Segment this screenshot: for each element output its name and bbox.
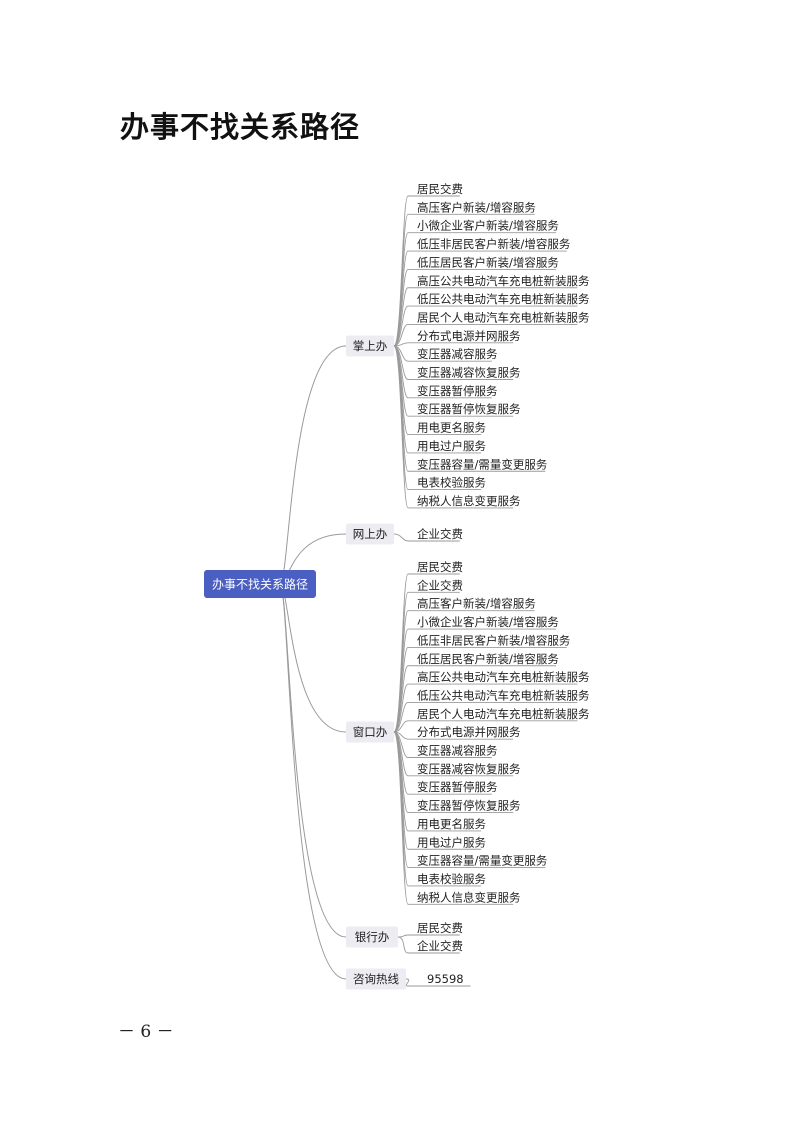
branch-box	[346, 335, 394, 357]
leaf-label: 低压非居民客户新装/增容服务	[417, 633, 571, 647]
branch-label: 银行办	[355, 930, 390, 944]
leaf-label: 低压居民客户新装/增容服务	[417, 255, 559, 269]
connector-branch-leaf	[393, 720, 409, 733]
leaf-label: 变压器容量/需量变更服务	[417, 457, 548, 471]
leaf-label: 低压公共电动汽车充电桩新装服务	[417, 688, 590, 702]
leaf-label: 居民交费	[417, 560, 463, 574]
branch-label: 网上办	[353, 527, 388, 541]
connector-branch-leaf	[397, 936, 409, 954]
leaf-label: 低压非居民客户新装/增容服务	[417, 237, 571, 251]
branch-box	[346, 926, 398, 948]
leaf-label: 变压器减容服务	[417, 744, 498, 758]
leaf-label: 小微企业客户新装/增容服务	[417, 615, 559, 629]
connector-branch-leaf	[393, 324, 409, 347]
leaf-label: 变压器减容恢复服务	[417, 762, 521, 776]
connector-branch-leaf	[393, 287, 409, 347]
leaf-label: 高压公共电动汽车充电桩新装服务	[417, 670, 590, 684]
leaf-label: 用电更名服务	[417, 421, 486, 435]
connector-branch-leaf	[393, 683, 409, 733]
leaf-label: 居民交费	[417, 182, 463, 196]
leaf-label: 纳税人信息变更服务	[417, 890, 521, 904]
leaf-label: 纳税人信息变更服务	[417, 494, 521, 508]
leaf-label: 分布式电源并网服务	[417, 725, 521, 739]
leaf-label: 高压客户新装/增容服务	[417, 597, 536, 611]
page-title: 办事不找关系路径	[120, 110, 361, 144]
connector-branch-leaf	[393, 305, 409, 347]
leaf-label: 变压器暂停服务	[417, 780, 498, 794]
leaf-label: 分布式电源并网服务	[417, 329, 521, 343]
leaf-label: 低压居民客户新装/增容服务	[417, 652, 559, 666]
leaf-label: 电表校验服务	[417, 476, 486, 490]
leaf-label: 变压器容量/需量变更服务	[417, 854, 548, 868]
leaf-label: 变压器暂停恢复服务	[417, 402, 521, 416]
leaf-label: 低压公共电动汽车充电桩新装服务	[417, 292, 590, 306]
connector-branch-leaf	[405, 978, 410, 987]
leaf-label: 电表校验服务	[417, 872, 486, 886]
leaf-label: 用电过户服务	[417, 835, 486, 849]
connector-branch-leaf	[397, 934, 409, 938]
leaf-label: 变压器暂停服务	[417, 384, 498, 398]
branch-box	[346, 968, 406, 990]
leaf-label: 高压客户新装/增容服务	[417, 200, 536, 214]
connector-branch-leaf	[393, 702, 409, 733]
connector-root-branch	[279, 583, 347, 980]
connector-root-branch	[279, 345, 347, 585]
leaf-label: 小微企业客户新装/增容服务	[417, 219, 559, 233]
leaf-label: 变压器暂停恢复服务	[417, 799, 521, 813]
root-label: 办事不找关系路径	[212, 577, 308, 592]
leaf-label: 居民个人电动汽车充电桩新装服务	[417, 310, 590, 324]
branch-box	[346, 721, 394, 743]
leaf-label: 用电过户服务	[417, 439, 486, 453]
branch-label: 窗口办	[353, 725, 388, 739]
leaf-label: 企业交费	[417, 578, 463, 592]
connector-root-branch	[279, 583, 347, 733]
branch-label: 咨询热线	[353, 972, 399, 986]
root-node	[204, 570, 316, 598]
connector-branch-leaf	[393, 345, 409, 509]
leaf-label: 95598	[427, 972, 464, 986]
leaf-label: 企业交费	[417, 527, 463, 541]
connector-branch-leaf	[393, 731, 409, 905]
leaf-label: 企业交费	[417, 939, 463, 953]
leaf-label: 变压器减容恢复服务	[417, 366, 521, 380]
leaf-label: 变压器减容服务	[417, 347, 498, 361]
connector-root-branch	[279, 583, 347, 938]
connector-branch-leaf	[393, 665, 409, 733]
page-number: － 6 －	[118, 1022, 174, 1042]
leaf-label: 用电更名服务	[417, 817, 486, 831]
leaf-label: 居民个人电动汽车充电桩新装服务	[417, 707, 590, 721]
leaf-label: 高压公共电动汽车充电桩新装服务	[417, 274, 590, 288]
branch-label: 掌上办	[353, 339, 388, 353]
connector-branch-leaf	[393, 533, 409, 542]
leaf-label: 居民交费	[417, 921, 463, 935]
branch-box	[346, 523, 394, 545]
